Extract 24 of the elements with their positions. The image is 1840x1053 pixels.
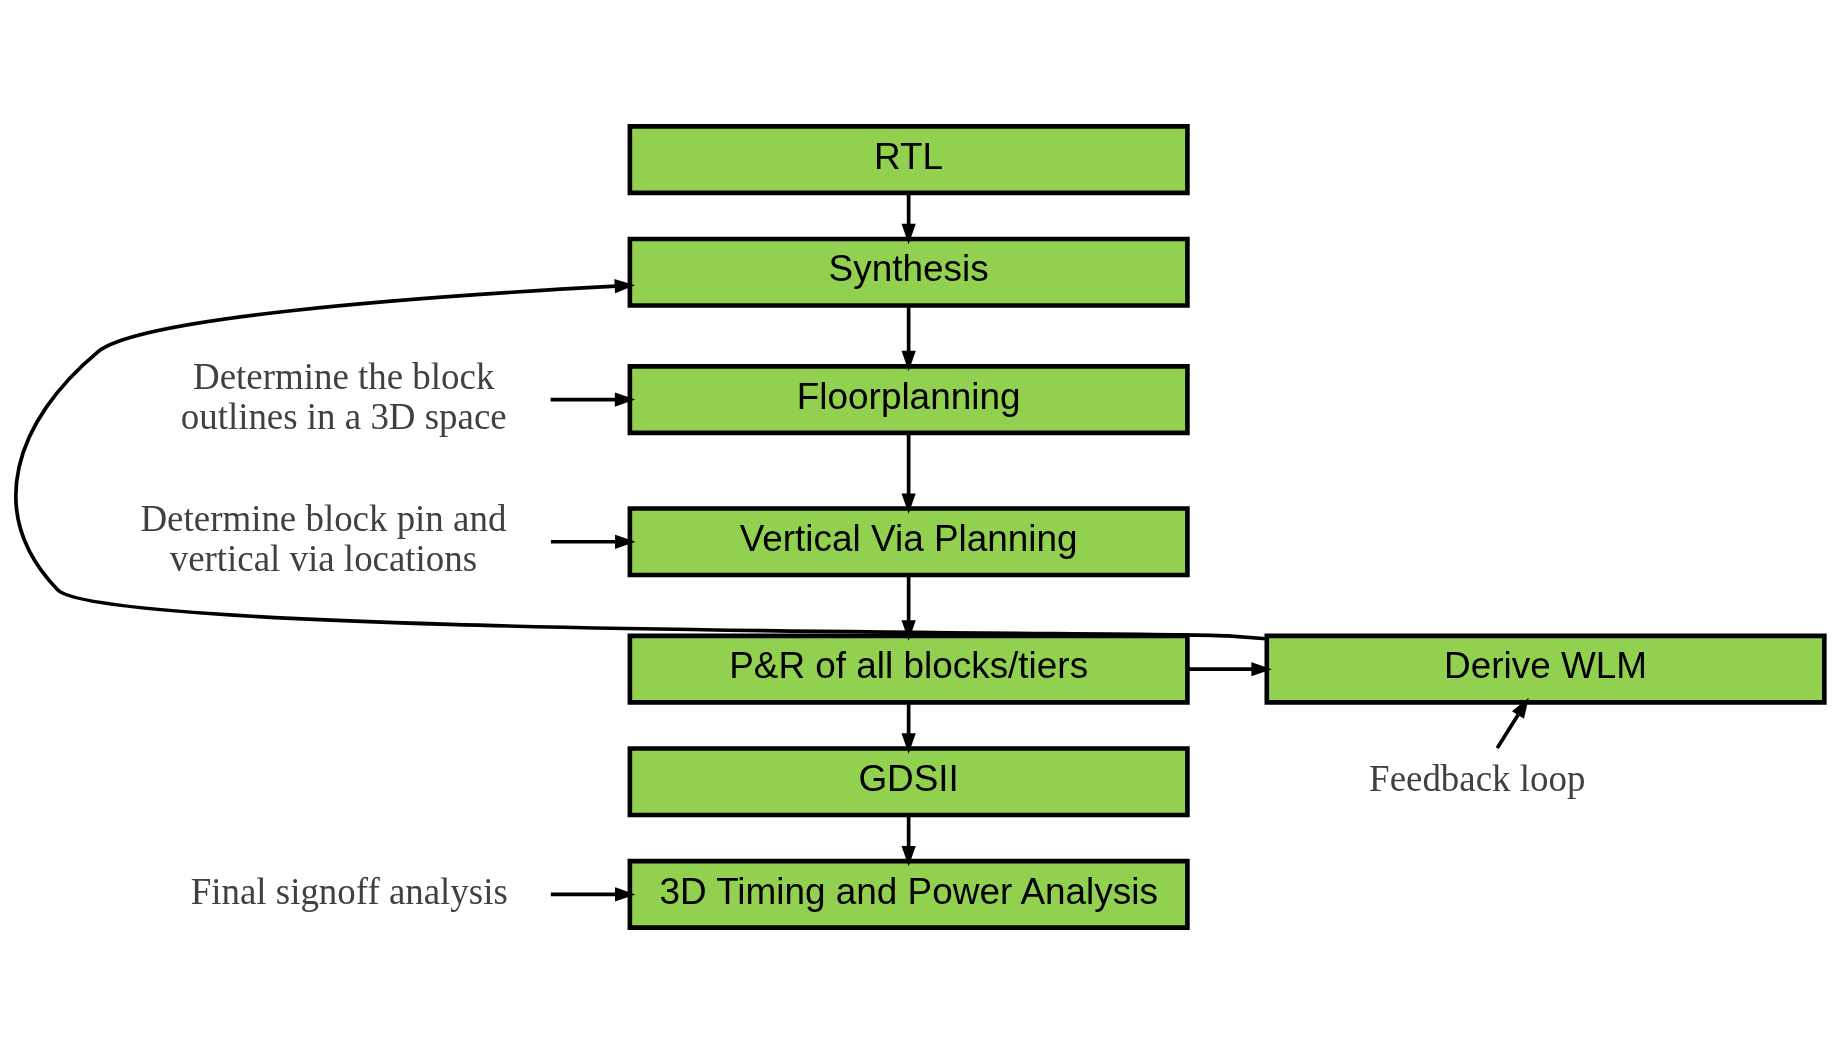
node-box: RTL <box>627 123 1190 195</box>
arrow <box>1495 697 1529 749</box>
arrow <box>901 432 916 514</box>
arrow <box>550 886 636 901</box>
node-box: Derive WLM <box>1264 633 1827 705</box>
arrow <box>901 192 916 244</box>
node-text: Final signoff analysis <box>190 870 508 912</box>
node-box: Vertical Via Planning <box>627 505 1190 577</box>
arrow <box>550 392 636 407</box>
node-box: P&R of all blocks/tiers <box>627 633 1190 705</box>
arrow <box>901 574 916 641</box>
arrow <box>1187 661 1272 676</box>
arrow <box>901 814 916 866</box>
arrow <box>901 305 916 371</box>
arrow <box>14 278 1267 641</box>
node-box: 3D Timing and Power Analysis <box>627 858 1190 930</box>
arrow <box>901 702 916 754</box>
node-text: Determine block pin and vertical via locations <box>140 497 507 579</box>
node-box: Floorplanning <box>627 363 1190 435</box>
node-text: Feedback loop <box>1369 757 1586 799</box>
node-box: GDSII <box>627 745 1190 817</box>
node-box: Synthesis <box>627 236 1190 308</box>
arrow <box>550 534 636 549</box>
node-text: Determine the block outlines in a 3D space <box>180 355 507 437</box>
